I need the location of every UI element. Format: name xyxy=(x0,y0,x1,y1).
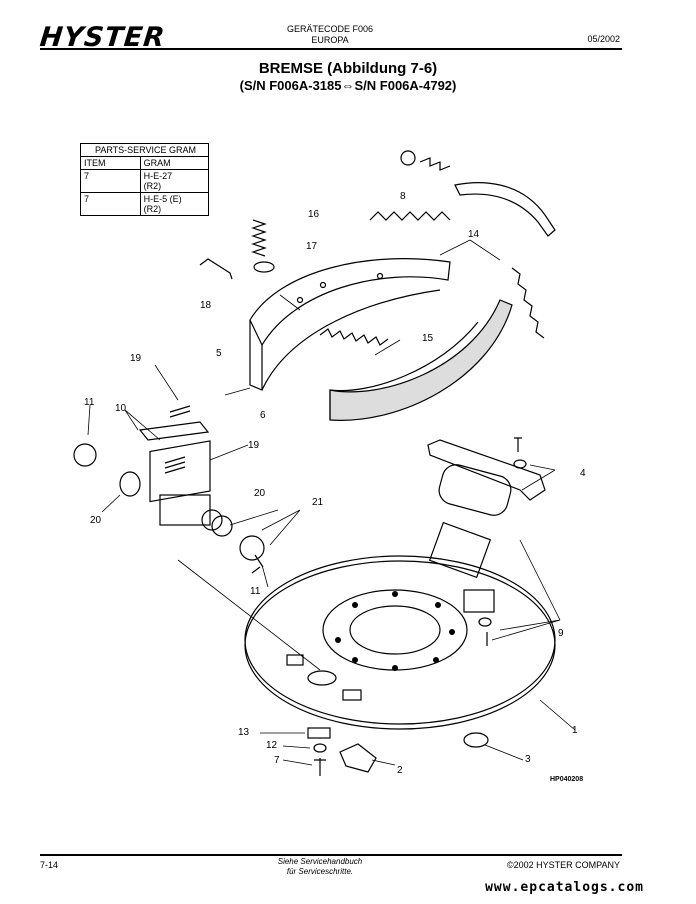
callout-labels: 1 2 3 4 5 6 7 8 9 10 11 11 12 13 14 15 1… xyxy=(84,191,586,776)
anchor-block xyxy=(428,521,492,579)
callout-7: 7 xyxy=(274,755,280,766)
callout-18: 18 xyxy=(200,300,212,311)
callout-11-a: 11 xyxy=(84,397,95,408)
plug-13 xyxy=(307,727,331,739)
callout-13: 13 xyxy=(238,727,250,738)
pin-18 xyxy=(199,258,233,280)
code-line-1: GERÄTECODE F006 xyxy=(286,24,374,34)
serial-range: (S/N F006A-3185⇔S/N F006A-4792) xyxy=(239,78,457,93)
table-row: 7 H-E-27 (R2) xyxy=(80,169,210,193)
callout-4: 4 xyxy=(580,468,586,479)
callout-15: 15 xyxy=(422,333,434,344)
callout-2: 2 xyxy=(397,765,403,776)
lever-8 xyxy=(454,182,556,237)
nut-9 xyxy=(478,617,492,627)
gram-line-2: (R2) xyxy=(143,204,162,214)
table-row: 7 H-E-5 (E) (R2) xyxy=(80,192,210,216)
row-item: 7 xyxy=(80,192,141,216)
page-title: BREMSE (Abbildung 7-6) xyxy=(258,60,438,77)
header-rule xyxy=(40,48,622,50)
adjuster-assembly xyxy=(73,405,265,574)
washer-4 xyxy=(513,459,527,469)
issue-date: 05/2002 xyxy=(587,34,620,44)
service-note-line-2: für Serviceschritte. xyxy=(286,867,354,876)
page-number: 7-14 xyxy=(40,860,59,870)
washer-8 xyxy=(400,150,416,166)
row-gram: H-E-5 (E) (R2) xyxy=(139,192,210,216)
callout-19-a: 19 xyxy=(130,353,142,364)
spring-16 xyxy=(251,219,267,257)
washer-12 xyxy=(313,743,327,753)
bolt-4 xyxy=(514,437,522,452)
wheel-cylinder xyxy=(438,464,512,516)
drawing-reference: HP040208 xyxy=(550,776,584,783)
brake-shoe-6 xyxy=(329,299,513,421)
callout-20-b: 20 xyxy=(90,515,102,526)
plug-3 xyxy=(463,732,489,748)
callout-6: 6 xyxy=(260,410,266,421)
callout-10: 10 xyxy=(115,403,127,414)
callout-11-b: 11 xyxy=(250,586,261,597)
bracket-4 xyxy=(427,439,546,501)
callout-17: 17 xyxy=(306,241,318,252)
callout-20-a: 20 xyxy=(254,488,266,499)
gram-line-2: (R2) xyxy=(143,181,162,191)
callout-19-b: 19 xyxy=(248,440,260,451)
callout-8: 8 xyxy=(400,191,406,202)
code-line-2: EUROPA xyxy=(311,35,349,45)
equipment-code: GERÄTECODE F006 EUROPA xyxy=(270,24,390,46)
service-note: Siehe Servicehandbuch für Serviceschritt… xyxy=(250,857,390,877)
callout-9: 9 xyxy=(558,628,564,639)
gram-line-1: H-E-27 xyxy=(143,171,173,181)
service-note-line-1: Siehe Servicehandbuch xyxy=(277,857,363,866)
callout-16: 16 xyxy=(308,209,320,220)
spring-8 xyxy=(419,157,451,171)
cup-17 xyxy=(253,261,275,273)
callout-14: 14 xyxy=(468,229,480,240)
backing-plate xyxy=(244,555,556,730)
callout-5: 5 xyxy=(216,348,222,359)
bolt-7 xyxy=(314,758,326,776)
callout-12: 12 xyxy=(266,740,278,751)
block-2 xyxy=(339,743,377,773)
spring-14-right xyxy=(511,267,545,339)
gram-line-1: H-E-5 (E) xyxy=(143,194,182,204)
spring-15 xyxy=(319,328,389,346)
footer-rule xyxy=(40,854,622,856)
parts-service-table: PARTS-SERVICE GRAM ITEM GRAM 7 H-E-27 (R… xyxy=(80,143,210,216)
watermark: www.epcatalogs.com xyxy=(485,880,644,895)
copyright: ©2002 HYSTER COMPANY xyxy=(507,860,620,870)
spring-14-left xyxy=(369,211,451,221)
callout-21: 21 xyxy=(312,497,324,508)
brake-shoe-5 xyxy=(249,258,451,391)
callout-1: 1 xyxy=(572,725,578,736)
callout-3: 3 xyxy=(525,754,531,765)
